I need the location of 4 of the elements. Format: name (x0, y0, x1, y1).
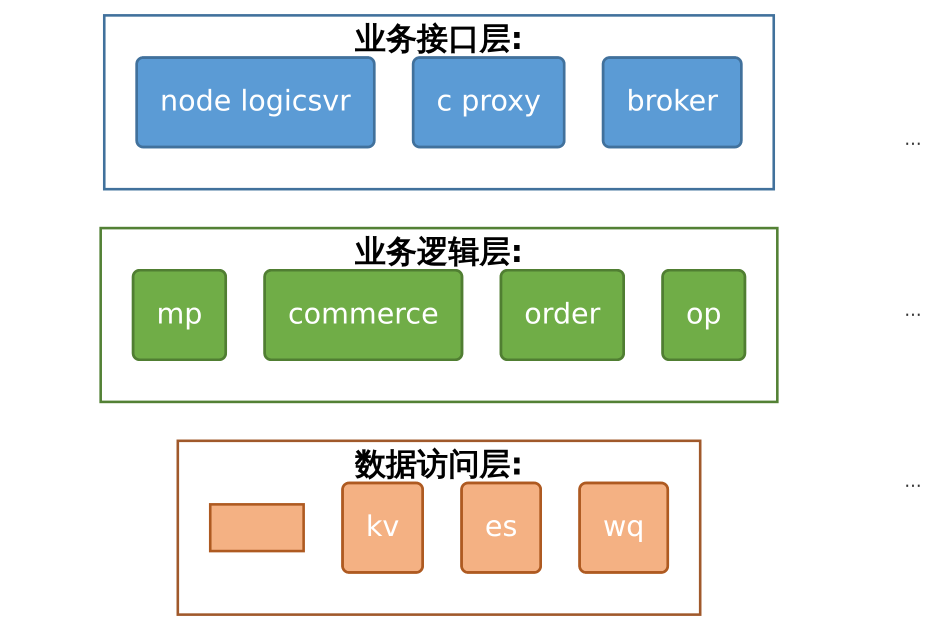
ellipsis-text: ··· (904, 134, 922, 154)
node-box (208, 503, 305, 552)
ellipsis-text: ··· (904, 476, 922, 496)
ellipsis-text: ··· (904, 304, 922, 326)
